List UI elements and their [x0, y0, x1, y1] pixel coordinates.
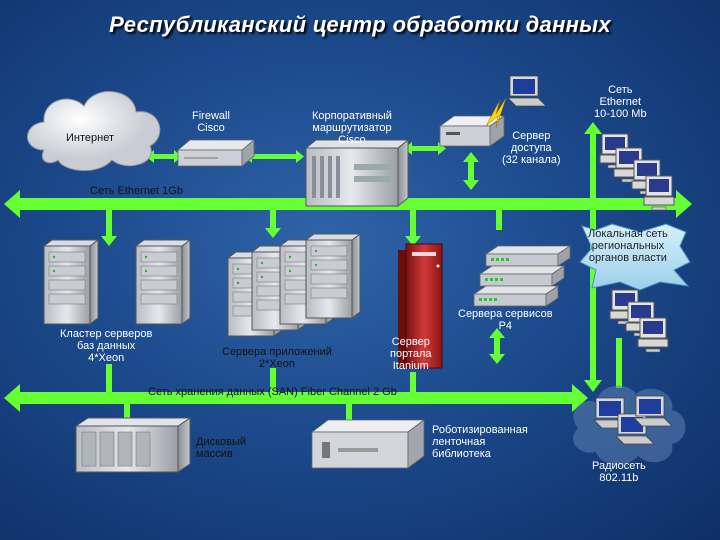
radio-network-label: Радиосеть 802.11b — [592, 460, 646, 484]
firewall-icon — [176, 139, 256, 167]
router-label: Корпоративный маршрутизатор Cisco — [312, 110, 392, 146]
tape-library-label: Роботизированная ленточная библиотека — [432, 424, 528, 460]
workstation-icon — [637, 317, 669, 353]
server-tower-icon — [135, 239, 191, 325]
portal-server-label: Сервер портала Itanium — [390, 336, 432, 372]
switch-group — [473, 245, 571, 307]
switch-icon — [485, 245, 571, 267]
workstation-icon — [643, 175, 675, 211]
page-title: Республиканский центр обработки данных — [109, 12, 611, 37]
router-icon — [304, 138, 410, 208]
disk-array-icon — [74, 417, 192, 473]
switch-icon — [473, 285, 559, 307]
firewall-label: Firewall Cisco — [192, 110, 230, 134]
service-servers-label: Сервера сервисов P4 — [458, 308, 553, 332]
san-bus — [4, 384, 588, 412]
cloud-icon — [27, 91, 161, 172]
san-label: Сеть хранения данных (SAN) Fiber Channel… — [148, 386, 397, 398]
server-tower-icon — [43, 239, 99, 325]
portal-server-icon — [398, 243, 443, 369]
laptop-icon — [507, 75, 547, 107]
db-cluster-label: Кластер серверов баз данных 4*Xeon — [60, 328, 153, 364]
ethernet-10-100-label: Сеть Ethernet 10-100 Mb — [594, 84, 647, 120]
lightning-icon — [485, 97, 507, 129]
tape-library-icon — [310, 419, 426, 469]
access-server-icon — [438, 115, 506, 147]
local-network-badge — [579, 223, 691, 291]
disk-array-label: Дисковый массив — [196, 436, 247, 460]
rack-server-icon — [305, 233, 361, 319]
local-network-label: Локальная сеть региональных органов влас… — [588, 228, 668, 264]
internet-label: Интернет — [66, 132, 114, 144]
access-server-label: Сервер доступа (32 канала) — [502, 130, 561, 166]
rack-server-group — [227, 233, 361, 337]
ethernet-1gb-label: Сеть Ethernet 1Gb — [90, 185, 183, 197]
app-servers-label: Сервера приложений 2*Xeon — [222, 346, 332, 370]
switch-icon — [479, 265, 565, 287]
